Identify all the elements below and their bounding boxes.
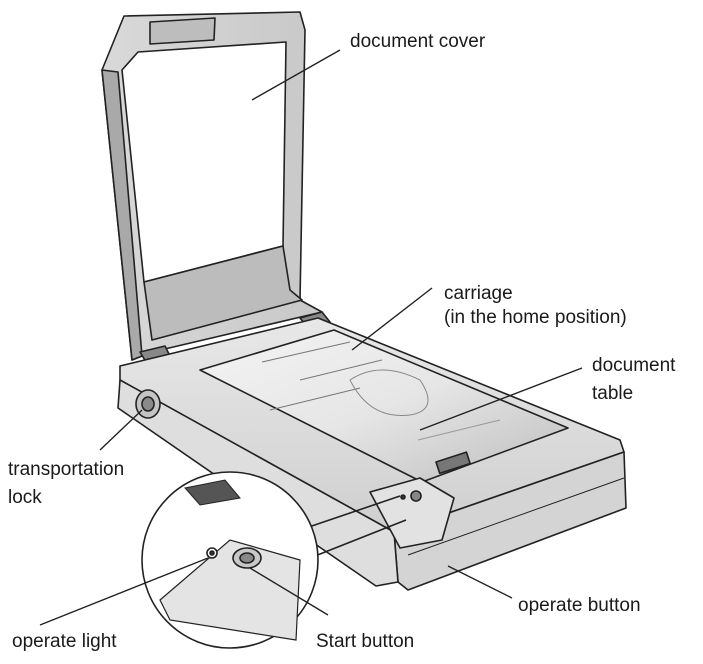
label-transportation-lock-line2: lock [8,487,42,508]
label-transportation-lock: transportation [8,459,125,480]
label-operate-button: operate button [518,595,641,616]
document-cover-shape [101,11,331,363]
label-start-button: Start button [316,631,415,652]
magnifier-inset [141,471,407,649]
label-document-cover: document cover [350,31,486,52]
label-carriage-home-position: (in the home position) [444,307,627,328]
label-document-table-line2: table [592,383,634,404]
label-operate-light: operate light [12,631,117,652]
label-carriage: carriage [444,283,513,304]
label-document-table: document [592,355,676,376]
leader-lines [39,49,583,626]
scanner-body-shape [117,317,627,591]
